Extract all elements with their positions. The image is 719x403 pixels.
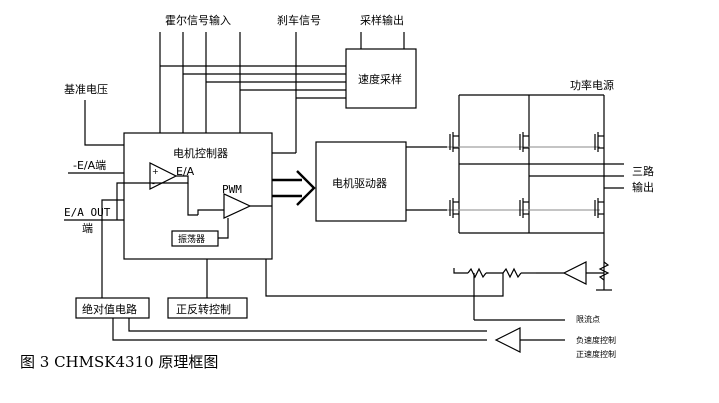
motor-driver-label: 电机驱动器 xyxy=(332,176,387,190)
mosfet-icon-upper-1 xyxy=(449,132,459,152)
figure-caption: 图 3 CHMSK4310 原理框图 xyxy=(20,353,218,371)
sample-output-label: 采样输出 xyxy=(360,13,404,27)
three-phase-output-label-2: 输出 xyxy=(632,180,654,194)
ea-out-terminal-label: E/A OUT xyxy=(64,206,111,219)
current-limit-point-label: 限流点 xyxy=(576,314,600,324)
reference-voltage-wire xyxy=(84,100,124,146)
speed-sampling-label: 速度采样 xyxy=(358,72,402,86)
oscillator-label: 振荡器 xyxy=(178,233,205,245)
mosfet-icon-lower-2 xyxy=(519,198,529,218)
ea-out-terminal-label-2: 端 xyxy=(82,222,93,235)
mosfet-icon-upper-2 xyxy=(519,132,529,152)
negative-speed-control-label: 负速度控制 xyxy=(576,335,616,345)
current-sense-chain xyxy=(443,261,612,321)
speed-control-buffer xyxy=(494,327,521,353)
brake-signal-label: 刹车信号 xyxy=(277,13,321,27)
hall-signal-input-label: 霍尔信号输入 xyxy=(165,13,231,27)
reference-voltage-label: 基准电压 xyxy=(64,83,108,96)
current-feedback-wire xyxy=(265,259,443,297)
svg-text:+: + xyxy=(152,167,159,176)
bottom-block-wires xyxy=(101,199,487,341)
three-phase-output-label: 三路 xyxy=(632,165,654,178)
mosfet-icon-lower-3 xyxy=(594,198,604,218)
power-supply-label: 功率电源 xyxy=(570,78,614,92)
ea-to-pwm-wire xyxy=(187,183,198,216)
power-bridge xyxy=(447,94,624,290)
driver-gate-wires xyxy=(406,146,447,211)
positive-speed-control-label: 正速度控制 xyxy=(576,349,616,359)
pwm-label: PWM xyxy=(222,183,242,196)
signal-bus-wires xyxy=(159,32,405,154)
ea-amplifier-label: E/A xyxy=(176,165,195,178)
oscillator-wire xyxy=(218,218,229,239)
mosfet-icon-upper-3 xyxy=(594,132,604,152)
motor-driver-block xyxy=(315,141,407,222)
ea-minus-terminal-label: -E/A端 xyxy=(73,159,106,172)
motor-controller-label: 电机控制器 xyxy=(173,146,228,160)
speed-sampling-block xyxy=(345,48,417,109)
fwd-rev-control-label: 正反转控制 xyxy=(176,302,231,316)
mosfet-icon-lower-1 xyxy=(449,198,459,218)
double-arrow xyxy=(272,170,316,206)
pwm-comparator xyxy=(223,193,252,219)
absolute-value-circuit-label: 绝对值电路 xyxy=(82,302,137,316)
